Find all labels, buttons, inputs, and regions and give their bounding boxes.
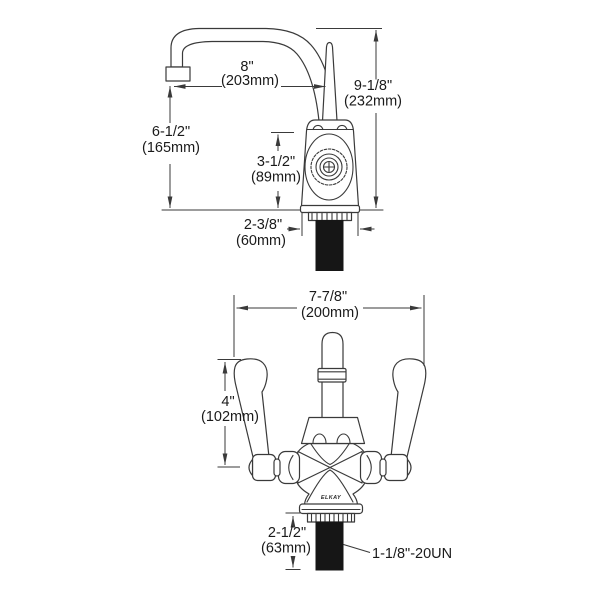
handle-right-cap bbox=[383, 453, 409, 482]
nut-serrations-front bbox=[310, 512, 353, 523]
dim-outlet-height-in: 6-1/2" bbox=[152, 124, 190, 140]
faucet-body-side bbox=[300, 119, 360, 207]
bonnet bbox=[300, 416, 366, 445]
dim-base-width-mm: (60mm) bbox=[236, 233, 286, 249]
handle-left-cap bbox=[251, 453, 277, 482]
dim-overall-height-mm: (232mm) bbox=[344, 94, 402, 110]
dim-overall-height-in: 9-1/8" bbox=[354, 78, 392, 94]
hub-right-stem bbox=[379, 458, 387, 477]
dim-handle-span-mm: (200mm) bbox=[301, 305, 359, 321]
dim-handle-span-in: 7-7/8" bbox=[309, 289, 347, 305]
valve-hub bbox=[310, 148, 348, 186]
dim-handle-length-mm: (102mm) bbox=[201, 409, 259, 425]
dim-body-height-mm: (89mm) bbox=[251, 170, 301, 186]
handle-blade-side bbox=[321, 41, 338, 122]
shank-side bbox=[315, 220, 344, 271]
dim-outlet-height-mm: (165mm) bbox=[142, 140, 200, 156]
handle-left bbox=[233, 358, 270, 458]
hub-right-arc bbox=[366, 454, 372, 481]
shank-front bbox=[315, 521, 344, 571]
screw-cross-icon bbox=[323, 161, 335, 173]
side-view: 8" (203mm) 9-1/8" (232mm) 6-1/2" (165mm)… bbox=[142, 27, 402, 271]
body-face-curve bbox=[304, 133, 354, 201]
hub-left-stem bbox=[273, 458, 281, 477]
label-shank-thread: 1-1/8"-20UN bbox=[372, 546, 452, 562]
dim-shank-length-mm: (63mm) bbox=[261, 541, 311, 557]
nut-serrations-side bbox=[311, 211, 348, 222]
base-flange-front bbox=[298, 503, 364, 515]
front-view: ELKAY 7-7/8" (200mm) 4" (102mm) bbox=[201, 289, 452, 571]
dim-spout-reach-mm: (203mm) bbox=[221, 73, 279, 89]
body-top-notches bbox=[312, 124, 348, 131]
body-waist-curves bbox=[306, 443, 354, 503]
dim-spout-reach-in: 8" bbox=[240, 59, 253, 75]
riser-collar-lines bbox=[317, 371, 347, 380]
riser-collar bbox=[317, 367, 347, 383]
side-view-dimensions: 8" (203mm) 9-1/8" (232mm) 6-1/2" (165mm)… bbox=[142, 28, 402, 249]
brand-logo: ELKAY bbox=[321, 495, 342, 501]
bonnet-scallops bbox=[312, 433, 351, 444]
handle-left-nub bbox=[248, 458, 254, 477]
hub-left-arc bbox=[288, 454, 294, 481]
aerator bbox=[165, 66, 191, 82]
dim-shank-length-in: 2-1/2" bbox=[268, 525, 306, 541]
dim-body-height-in: 3-1/2" bbox=[257, 154, 295, 170]
handle-right bbox=[390, 358, 427, 458]
dim-base-width-in: 2-3/8" bbox=[244, 217, 282, 233]
dim-handle-length-in: 4" bbox=[221, 394, 234, 410]
mounting-nut-side bbox=[307, 211, 353, 222]
handle-right-nub bbox=[406, 458, 412, 477]
base-flange-side bbox=[299, 204, 361, 214]
front-view-dimensions: 7-7/8" (200mm) 4" (102mm) 2-1/2" (63mm) … bbox=[201, 289, 452, 570]
